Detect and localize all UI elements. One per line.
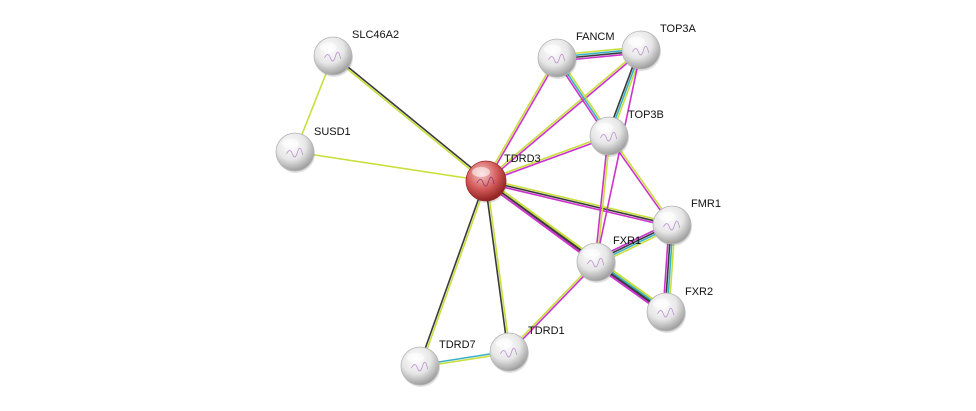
node-top3a[interactable]: TOP3A xyxy=(621,23,697,71)
node-circle xyxy=(646,292,686,332)
edge-strand xyxy=(486,136,610,183)
node-label: FXR1 xyxy=(613,235,641,247)
edge-strand xyxy=(485,134,609,181)
node-fxr1[interactable]: FXR1 xyxy=(576,235,641,283)
node-label: TDRD3 xyxy=(504,153,541,165)
node-highlight xyxy=(281,138,299,149)
protein-structure-icon xyxy=(548,53,566,64)
node-circle xyxy=(400,346,440,386)
edge-strand xyxy=(331,56,486,183)
node-highlight xyxy=(543,44,561,55)
edge-top3b-fxr1[interactable] xyxy=(594,135,611,263)
node-highlight xyxy=(472,167,490,177)
edge-tdrd3-fancm[interactable] xyxy=(484,57,559,182)
protein-structure-icon xyxy=(324,51,342,62)
edge-top3a-fxr1[interactable] xyxy=(595,49,642,263)
node-label: TOP3A xyxy=(660,23,697,35)
node-highlight xyxy=(595,122,613,133)
protein-structure-icon xyxy=(411,361,429,372)
edge-fxr1-tdrd1[interactable] xyxy=(507,260,598,354)
edge-tdrd3-slc46a2[interactable] xyxy=(331,54,488,183)
node-label: TDRD7 xyxy=(439,339,476,351)
edge-strand xyxy=(486,180,511,352)
node-tdrd1[interactable]: TDRD1 xyxy=(489,325,565,373)
node-label: SLC46A2 xyxy=(352,29,399,41)
node-label: SUSD1 xyxy=(314,126,351,138)
edge-tdrd3-top3b[interactable] xyxy=(485,134,610,183)
protein-structure-icon xyxy=(500,347,518,358)
node-highlight xyxy=(319,42,337,53)
node-circle xyxy=(621,30,661,70)
node-slc46a2[interactable]: SLC46A2 xyxy=(313,29,399,77)
edge-strand xyxy=(333,54,488,181)
node-highlight xyxy=(582,248,600,259)
protein-structure-icon xyxy=(663,220,681,231)
node-susd1[interactable]: SUSD1 xyxy=(275,126,351,173)
protein-structure-icon xyxy=(587,257,605,268)
node-circle xyxy=(652,205,692,245)
edge-strand xyxy=(509,262,598,354)
node-tdrd3[interactable]: TDRD3 xyxy=(465,153,541,203)
node-circle xyxy=(576,242,616,282)
node-tdrd7[interactable]: TDRD7 xyxy=(400,339,476,387)
edge-tdrd3-top3a[interactable] xyxy=(484,48,643,183)
protein-structure-icon xyxy=(632,45,650,56)
node-label: FXR2 xyxy=(685,286,713,298)
protein-structure-icon xyxy=(286,147,304,158)
node-circle xyxy=(489,332,529,372)
edge-strand xyxy=(486,178,673,224)
edge-tdrd3-fmr1[interactable] xyxy=(485,178,673,228)
edge-strand xyxy=(507,260,596,352)
edge-strand xyxy=(486,58,559,182)
node-circle xyxy=(275,132,315,172)
node-label: TDRD1 xyxy=(528,325,565,337)
node-highlight xyxy=(627,36,645,47)
node-fxr2[interactable]: FXR2 xyxy=(646,286,713,333)
node-highlight xyxy=(658,211,676,222)
edge-strand xyxy=(485,180,673,226)
edge-strand xyxy=(294,151,487,182)
node-label: FANCM xyxy=(576,31,615,43)
protein-structure-icon xyxy=(657,307,675,318)
node-circle xyxy=(589,116,629,156)
edge-strand xyxy=(595,49,642,263)
node-highlight xyxy=(495,338,513,349)
node-label: FMR1 xyxy=(691,198,721,210)
node-top3b[interactable]: TOP3B xyxy=(589,109,664,157)
edge-strand xyxy=(596,136,611,263)
edge-strand xyxy=(418,180,486,366)
node-circle xyxy=(465,160,507,202)
edge-tdrd3-tdrd7[interactable] xyxy=(418,180,488,367)
node-label: TOP3B xyxy=(628,109,664,121)
edge-strand xyxy=(420,181,488,367)
edge-strand xyxy=(484,48,641,181)
protein-structure-icon xyxy=(476,176,495,187)
node-highlight xyxy=(406,352,424,363)
edges-layer xyxy=(294,46,676,368)
edge-strand xyxy=(486,50,643,183)
node-highlight xyxy=(652,298,670,309)
edge-tdrd3-susd1[interactable] xyxy=(294,151,487,182)
node-fmr1[interactable]: FMR1 xyxy=(652,198,721,246)
node-circle xyxy=(537,38,577,78)
protein-structure-icon xyxy=(600,131,618,142)
edge-strand xyxy=(485,182,672,228)
edge-strand xyxy=(484,181,509,353)
node-fancm[interactable]: FANCM xyxy=(537,31,615,79)
edge-tdrd3-tdrd1[interactable] xyxy=(484,180,511,353)
node-circle xyxy=(313,36,353,76)
edge-strand xyxy=(594,135,609,262)
edge-strand xyxy=(484,57,557,181)
